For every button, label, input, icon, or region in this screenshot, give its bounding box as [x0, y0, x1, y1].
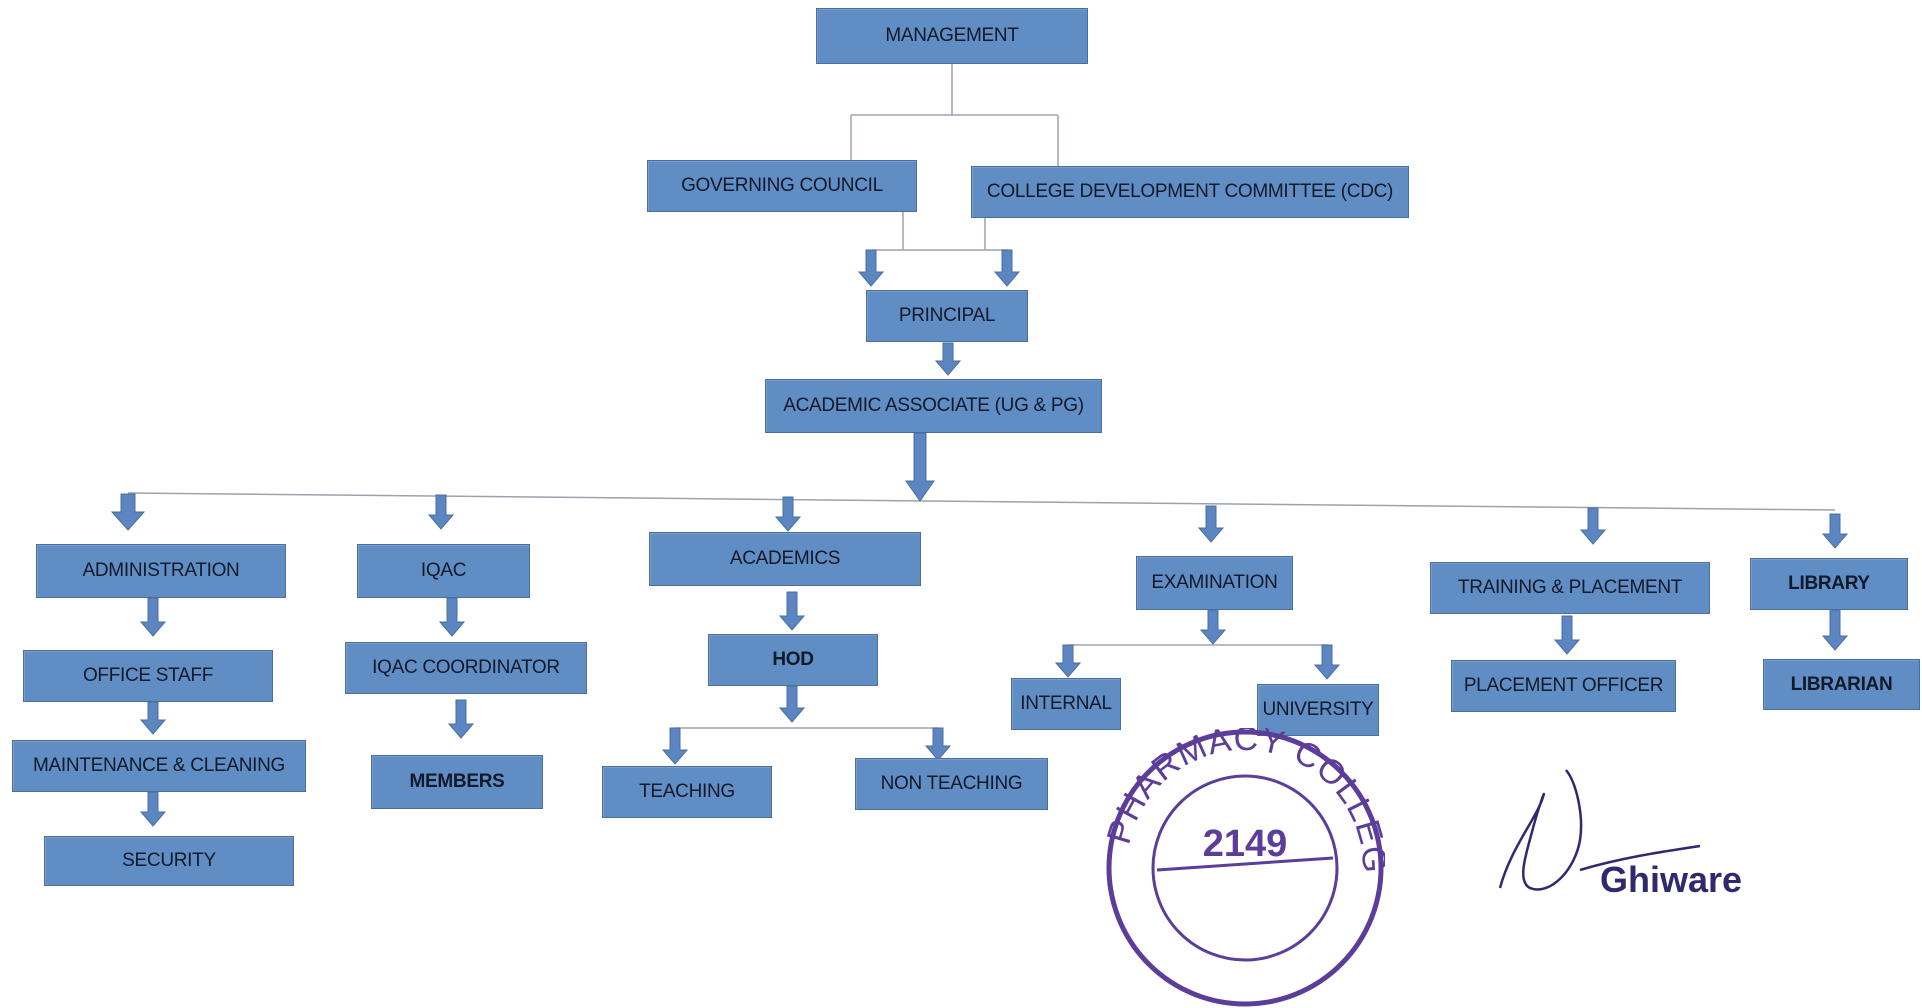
node-iqac-coordinator: IQAC COORDINATOR — [345, 642, 587, 694]
node-security: SECURITY — [44, 836, 294, 886]
node-label: INTERNAL — [1020, 693, 1112, 714]
arrow-down-icon — [438, 597, 466, 637]
node-label: TRAINING & PLACEMENT — [1457, 577, 1683, 598]
node-iqac: IQAC — [357, 544, 530, 598]
node-label: MANAGEMENT — [885, 25, 1019, 46]
node-label: TEACHING — [639, 781, 735, 802]
arrow-down-icon — [447, 699, 475, 739]
arrow-down-icon — [1054, 644, 1082, 678]
node-university: UNIVERSITY — [1257, 684, 1379, 736]
arrow-down-icon — [427, 494, 455, 530]
arrow-down-icon — [1821, 513, 1849, 549]
node-label: LIBRARY — [1788, 573, 1870, 594]
node-label: NON TEACHING — [880, 773, 1023, 794]
arrow-down-icon — [1821, 609, 1849, 651]
node-non-teaching: NON TEACHING — [855, 758, 1048, 810]
arrow-down-icon — [857, 249, 885, 287]
node-label: COLLEGE DEVELOPMENT COMMITTEE (CDC) — [986, 181, 1394, 202]
arrow-down-icon — [1553, 615, 1581, 655]
arrow-down-icon — [1197, 505, 1225, 543]
org-chart-connectors — [110, 64, 1849, 827]
arrow-down-icon — [1579, 507, 1607, 545]
node-academics: ACADEMICS — [649, 532, 921, 586]
node-label: LIBRARIAN — [1790, 673, 1893, 695]
arrow-down-icon — [1199, 609, 1227, 645]
arrow-down-icon — [139, 701, 167, 735]
node-placement-officer: PLACEMENT OFFICER — [1451, 660, 1676, 712]
college-stamp: PHARMACY COLLEGE (DEGR 2149 — [1105, 728, 1385, 1007]
node-label: EXAMINATION — [1151, 572, 1278, 593]
node-label: MEMBERS — [409, 771, 505, 792]
node-label: MAINTENANCE & CLEANING — [32, 755, 286, 776]
node-label: ADMINISTRATION — [82, 560, 240, 581]
signature-text: Ghiware — [1600, 859, 1742, 900]
node-label: IQAC — [420, 560, 467, 581]
node-label: PRINCIPAL — [898, 305, 996, 326]
node-training-placement: TRAINING & PLACEMENT — [1430, 562, 1710, 614]
node-label: SECURITY — [122, 850, 216, 871]
arrow-down-icon — [905, 432, 935, 502]
arrow-down-icon — [993, 249, 1021, 287]
node-maintenance-cleaning: MAINTENANCE & CLEANING — [12, 740, 306, 792]
connector-line — [127, 492, 1836, 511]
arrow-down-icon — [1313, 644, 1341, 680]
node-label: ACADEMIC ASSOCIATE (UG & PG) — [783, 395, 1084, 416]
node-governing-council: GOVERNING COUNCIL — [647, 160, 917, 212]
node-administration: ADMINISTRATION — [36, 544, 286, 598]
arrow-down-icon — [934, 342, 962, 376]
node-examination: EXAMINATION — [1136, 556, 1293, 610]
arrow-down-icon — [139, 597, 167, 637]
node-label: PLACEMENT OFFICER — [1463, 675, 1664, 696]
node-principal: PRINCIPAL — [866, 290, 1028, 342]
arrow-down-icon — [774, 496, 802, 532]
arrow-down-icon — [924, 727, 952, 761]
node-academic-associate: ACADEMIC ASSOCIATE (UG & PG) — [765, 379, 1102, 433]
node-hod: HOD — [708, 634, 878, 686]
node-label: GOVERNING COUNCIL — [681, 175, 883, 196]
node-management: MANAGEMENT — [816, 8, 1088, 64]
arrow-down-icon — [110, 493, 146, 531]
node-teaching: TEACHING — [602, 766, 772, 818]
node-label: OFFICE STAFF — [82, 665, 214, 686]
node-members: MEMBERS — [371, 755, 543, 809]
arrow-down-icon — [139, 791, 167, 827]
node-office-staff: OFFICE STAFF — [23, 650, 273, 702]
node-label: IQAC COORDINATOR — [372, 657, 560, 678]
node-cdc: COLLEGE DEVELOPMENT COMMITTEE (CDC) — [971, 166, 1409, 218]
stamp-number: 2149 — [1203, 823, 1288, 865]
node-library: LIBRARY — [1750, 558, 1908, 610]
signature: Ghiware — [1498, 769, 1742, 900]
node-label: UNIVERSITY — [1262, 699, 1374, 720]
node-librarian: LIBRARIAN — [1763, 659, 1920, 710]
node-label: HOD — [772, 649, 814, 670]
arrow-down-icon — [778, 685, 806, 723]
node-internal: INTERNAL — [1011, 678, 1121, 730]
arrow-down-icon — [778, 591, 806, 631]
node-label: ACADEMICS — [729, 548, 841, 569]
arrow-down-icon — [661, 727, 689, 765]
